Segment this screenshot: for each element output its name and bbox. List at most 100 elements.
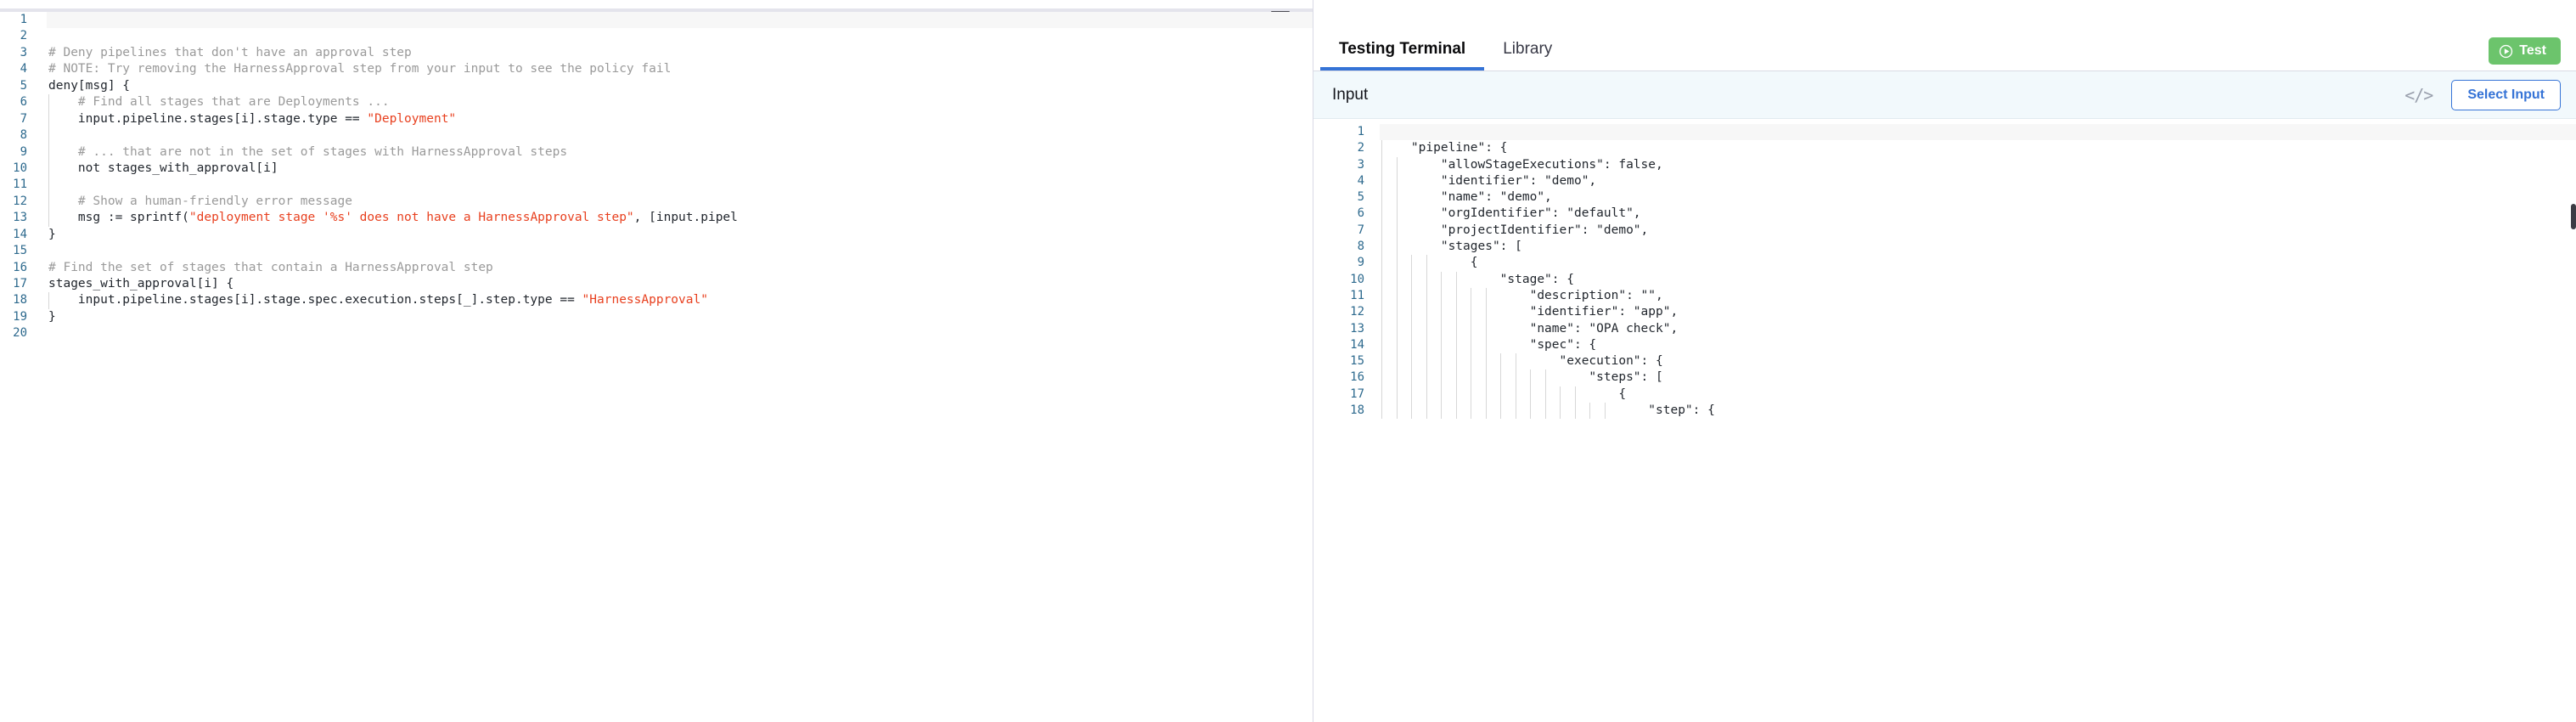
line-number: 11 <box>1350 288 1364 302</box>
json-line[interactable]: 14 "spec": { <box>1313 336 2576 354</box>
token-d: input.pipeline.stages[i].stage.type == <box>48 111 368 126</box>
json-line[interactable]: 5 "name": "demo", <box>1313 189 2576 206</box>
line-number: 12 <box>13 194 27 208</box>
code-line[interactable]: 12 # Show a human-friendly error message <box>0 193 1313 211</box>
json-line[interactable]: 2 "pipeline": { <box>1313 140 2576 157</box>
code-line[interactable]: 7 input.pipeline.stages[i].stage.type ==… <box>0 110 1313 128</box>
indent-guide <box>1411 320 1412 337</box>
json-line[interactable]: 18 "step": { <box>1313 403 2576 420</box>
code-line[interactable]: 11 <box>0 177 1313 194</box>
code-line[interactable]: 2 <box>0 28 1313 44</box>
line-number: 13 <box>1350 321 1364 336</box>
code-line[interactable]: 3# Deny pipelines that don't have an app… <box>0 45 1313 61</box>
json-line[interactable]: 9 { <box>1313 255 2576 272</box>
token-d: msg := sprintf( <box>48 211 189 225</box>
editor-horizontal-scrollbar[interactable] <box>0 8 1313 12</box>
code-line[interactable]: 16# Find the set of stages that contain … <box>0 260 1313 276</box>
line-text: # Deny pipelines that don't have an appr… <box>0 45 1313 61</box>
rego-code-area[interactable]: 1package pipeline2 3# Deny pipelines that… <box>0 12 1313 722</box>
indent-guide <box>1530 386 1531 403</box>
json-line[interactable]: 17 { <box>1313 386 2576 403</box>
line-text: "spec": { <box>1381 337 1597 352</box>
indent-guide <box>1441 369 1442 386</box>
input-vertical-scrollbar[interactable] <box>2571 204 2576 229</box>
line-number: 4 <box>20 62 27 76</box>
indent-guide <box>1560 403 1561 420</box>
indent-guide <box>1441 287 1442 305</box>
line-number: 17 <box>1350 386 1364 401</box>
input-panel-header: Input </> Select Input <box>1313 71 2576 119</box>
indent-guide <box>1441 353 1442 370</box>
indent-guide <box>1441 320 1442 337</box>
line-number: 7 <box>1357 223 1364 237</box>
json-line[interactable]: 12 "identifier": "app", <box>1313 304 2576 321</box>
json-line[interactable]: 15 "execution": { <box>1313 353 2576 370</box>
play-circle-icon <box>2499 44 2513 59</box>
indent-guide <box>48 160 49 178</box>
indent-guide <box>1396 172 1398 190</box>
code-line[interactable]: 8 <box>0 127 1313 144</box>
code-line[interactable]: 10 not stages_with_approval[i] <box>0 160 1313 178</box>
code-line[interactable]: 4# NOTE: Try removing the HarnessApprova… <box>0 61 1313 77</box>
json-line[interactable]: 10 "stage": { <box>1313 271 2576 288</box>
code-line[interactable]: 9 # ... that are not in the set of stage… <box>0 144 1313 161</box>
indent-guide <box>1544 369 1546 386</box>
line-text: "projectIdentifier": "demo", <box>1381 223 1649 237</box>
code-line[interactable]: 1package pipeline <box>0 12 1313 29</box>
line-number: 2 <box>20 29 27 43</box>
indent-guide <box>48 177 49 194</box>
indent-guide <box>1396 403 1398 420</box>
indent-guide <box>1485 287 1487 305</box>
indent-guide <box>1381 206 1382 223</box>
line-number: 13 <box>13 211 27 225</box>
json-line[interactable]: 13 "name": "OPA check", <box>1313 320 2576 337</box>
select-input-button[interactable]: Select Input <box>2451 79 2561 110</box>
input-json-area[interactable]: 1{2 "pipeline": {3 "allowStageExecutions… <box>1313 119 2576 722</box>
line-text: "orgIdentifier": "default", <box>1381 206 1641 221</box>
tab-library[interactable]: Library <box>1503 40 1553 58</box>
code-line[interactable]: 15 <box>0 243 1313 259</box>
tab-testing-terminal[interactable]: Testing Terminal <box>1320 41 1485 71</box>
token-d: input.pipeline.stages[i].stage.spec.exec… <box>48 293 582 307</box>
input-panel-actions: </> Select Input <box>2404 79 2561 110</box>
indent-guide <box>1455 353 1457 370</box>
indent-guide <box>1426 386 1427 403</box>
test-button[interactable]: Test <box>2489 37 2561 65</box>
code-line[interactable]: 19} <box>0 309 1313 325</box>
code-line[interactable]: 20 <box>0 325 1313 341</box>
code-line[interactable]: 14} <box>0 227 1313 243</box>
json-line[interactable]: 7 "projectIdentifier": "demo", <box>1313 222 2576 240</box>
indent-guide <box>48 292 49 309</box>
line-text: # ... that are not in the set of stages … <box>0 144 1313 161</box>
line-number: 15 <box>1350 354 1364 369</box>
indent-guide <box>1381 271 1382 288</box>
indent-guide <box>1544 403 1546 420</box>
json-line[interactable]: 4 "identifier": "demo", <box>1313 172 2576 190</box>
code-line[interactable]: 13 msg := sprintf("deployment stage '%s'… <box>0 210 1313 227</box>
json-line[interactable]: 16 "steps": [ <box>1313 369 2576 386</box>
line-number: 9 <box>20 144 27 159</box>
line-text: "stages": [ <box>1381 240 1522 254</box>
json-line[interactable]: 11 "description": "", <box>1313 287 2576 305</box>
json-line[interactable]: 6 "orgIdentifier": "default", <box>1313 206 2576 223</box>
json-line[interactable]: 1{ <box>1313 124 2576 141</box>
indent-guide <box>1455 386 1457 403</box>
indent-guide <box>1485 304 1487 321</box>
code-view-icon[interactable]: </> <box>2404 84 2433 105</box>
token-s: "Deployment" <box>367 111 457 126</box>
json-line[interactable]: 8 "stages": [ <box>1313 239 2576 256</box>
code-line[interactable]: 18 input.pipeline.stages[i].stage.spec.e… <box>0 292 1313 309</box>
indent-guide <box>1455 336 1457 354</box>
line-text: "allowStageExecutions": false, <box>1381 157 1663 172</box>
code-line[interactable]: 6 # Find all stages that are Deployments… <box>0 94 1313 111</box>
indent-guide <box>1381 140 1382 157</box>
token-c: # ... that are not in the set of stages … <box>48 144 568 159</box>
indent-guide <box>1411 304 1412 321</box>
line-text: { <box>1381 386 1627 401</box>
indent-guide <box>1396 189 1398 206</box>
token-d: , [input.pipel <box>633 211 738 225</box>
indent-guide <box>1441 271 1442 288</box>
json-line[interactable]: 3 "allowStageExecutions": false, <box>1313 156 2576 173</box>
